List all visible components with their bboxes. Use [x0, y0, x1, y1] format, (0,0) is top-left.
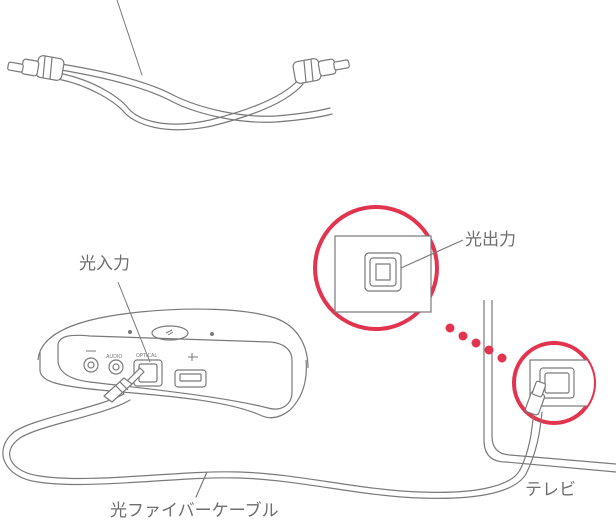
receiver-device: AUDIO OPTICAL	[37, 281, 309, 419]
audio-port	[108, 359, 124, 375]
device-side-plug	[103, 367, 145, 403]
optical-out-callout-line	[400, 239, 464, 269]
cable-callout-line	[116, 0, 143, 76]
optical-out-zoom	[313, 205, 464, 331]
tv-label: テレビ	[525, 480, 576, 500]
optical-output-label: 光出力	[465, 230, 516, 250]
fiber-cable-label: 光ファイバーケーブル	[110, 501, 279, 521]
device-logo	[151, 325, 189, 341]
tv-outline	[483, 300, 616, 473]
fiber-optic-cable	[2, 380, 547, 499]
optical-in-callout-line	[117, 281, 151, 363]
tv-optical-port-highlight	[512, 341, 596, 425]
optical-cable-illustration	[7, 0, 350, 131]
optical-port-label: OPTICAL	[136, 353, 157, 359]
right-cable-plug	[292, 58, 350, 84]
audio-port-label: AUDIO	[106, 354, 122, 360]
cable-callout-line-bottom	[195, 471, 208, 498]
optical-out-port	[364, 252, 402, 292]
headphone-port	[83, 350, 99, 373]
optical-input-label: 光入力	[79, 254, 130, 274]
left-cable-plug	[7, 55, 65, 81]
zoom-connector-dots	[445, 323, 507, 363]
usb-port	[174, 353, 207, 388]
